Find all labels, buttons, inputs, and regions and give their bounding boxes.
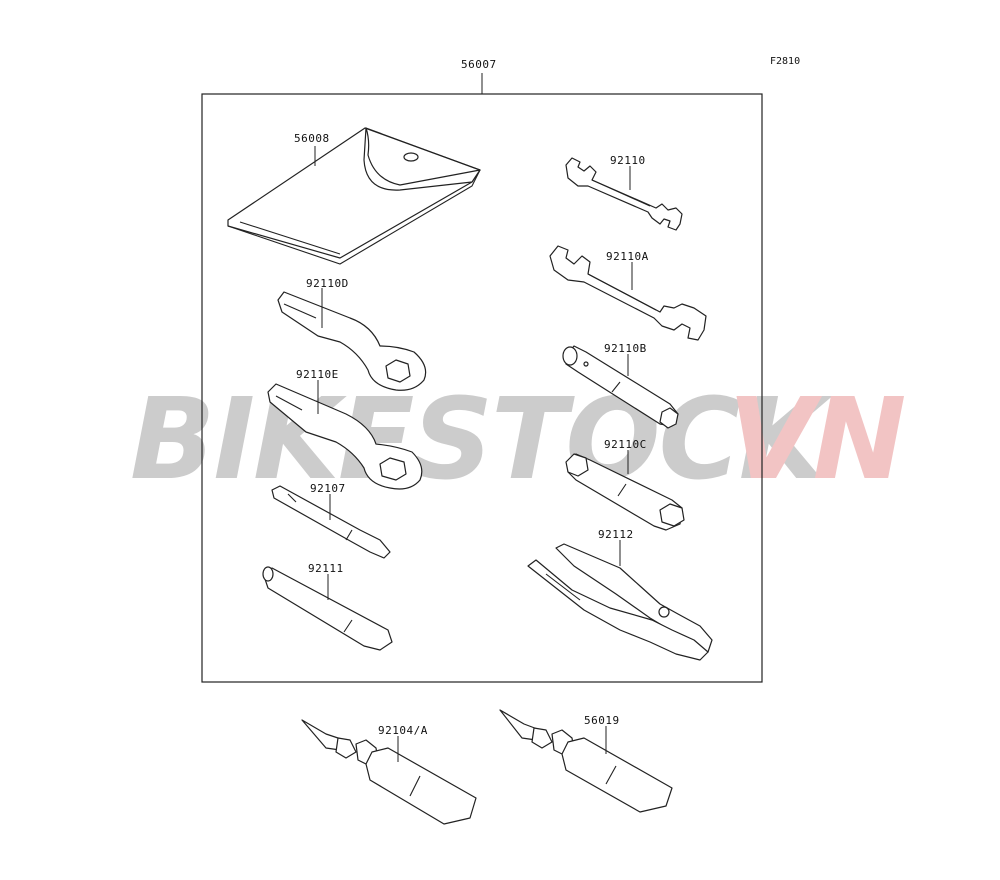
kit-part-number[interactable]: 56007 bbox=[461, 58, 497, 71]
label-92104A[interactable]: 92104/A bbox=[378, 724, 428, 737]
open-end-wrench-icon[interactable] bbox=[565, 157, 683, 231]
box-socket-icon[interactable] bbox=[562, 345, 679, 429]
figure-code: F2810 bbox=[770, 56, 800, 67]
watermark-main: BIKESTOCK bbox=[130, 375, 833, 505]
pliers-icon[interactable] bbox=[527, 543, 713, 661]
label-56019[interactable]: 56019 bbox=[584, 714, 620, 727]
watermark: BIKESTOCK VN bbox=[130, 375, 907, 505]
grease-tube-icon[interactable] bbox=[301, 719, 477, 825]
handle-bar-icon[interactable] bbox=[262, 566, 393, 651]
label-92110D[interactable]: 92110D bbox=[306, 277, 349, 290]
grease-tube-icon[interactable] bbox=[499, 709, 673, 813]
label-92110B[interactable]: 92110B bbox=[604, 342, 647, 355]
label-92112[interactable]: 92112 bbox=[598, 528, 634, 541]
open-end-wrench-icon[interactable] bbox=[549, 245, 707, 341]
label-92110A[interactable]: 92110A bbox=[606, 250, 649, 263]
label-56008[interactable]: 56008 bbox=[294, 132, 330, 145]
label-92107[interactable]: 92107 bbox=[310, 482, 346, 495]
ring-wrench-icon[interactable] bbox=[267, 383, 423, 490]
label-92110[interactable]: 92110 bbox=[610, 154, 646, 167]
spark-plug-socket-icon[interactable] bbox=[565, 453, 685, 531]
tool-pouch-icon[interactable] bbox=[227, 127, 481, 265]
ring-wrench-icon[interactable] bbox=[277, 291, 427, 391]
label-92110E[interactable]: 92110E bbox=[296, 368, 339, 381]
label-92111[interactable]: 92111 bbox=[308, 562, 344, 575]
screwdriver-icon[interactable] bbox=[271, 485, 391, 559]
label-92110C[interactable]: 92110C bbox=[604, 438, 647, 451]
watermark-accent: VN bbox=[728, 375, 905, 505]
